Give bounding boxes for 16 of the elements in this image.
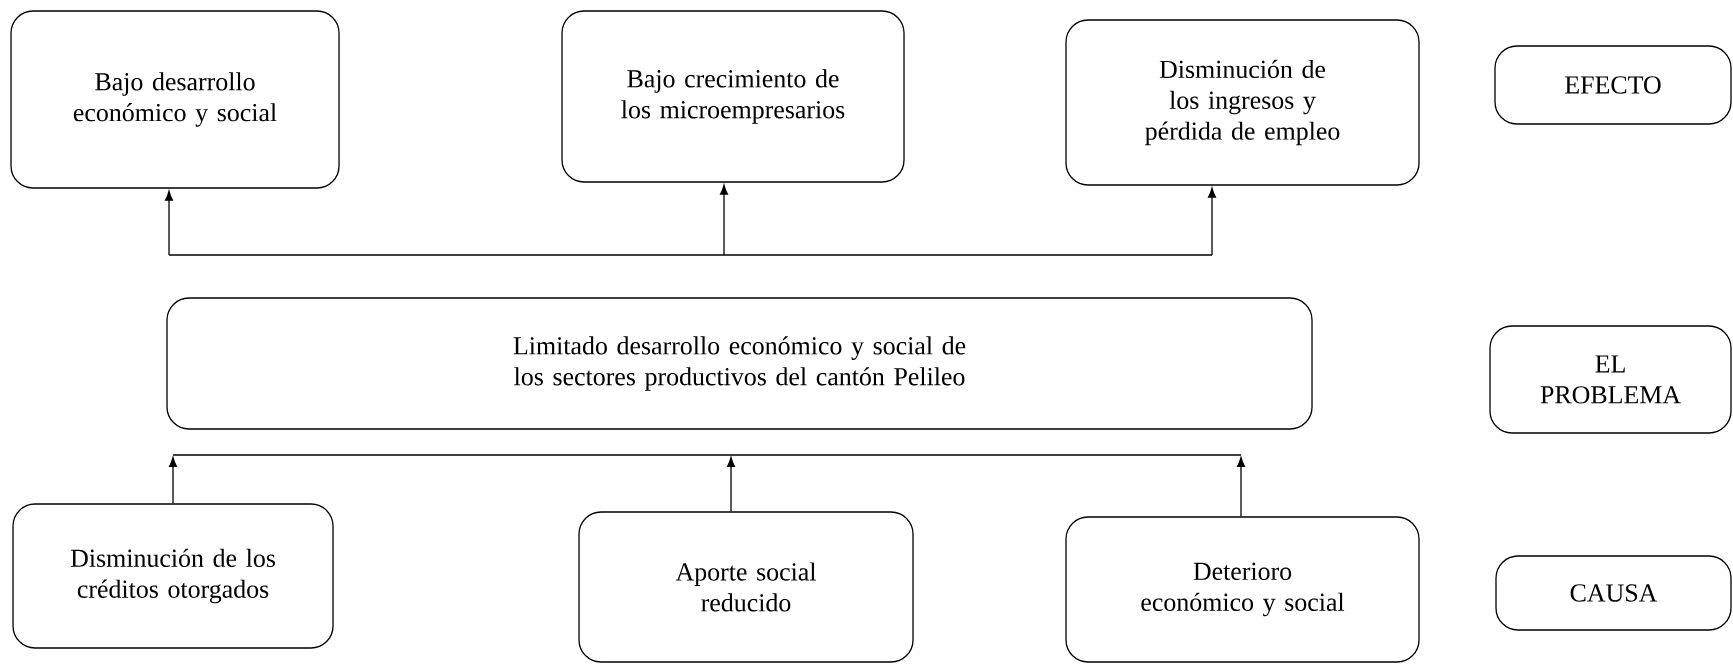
rounded-box: Disminución de los créditos otorgados [12, 503, 334, 649]
arrow [1208, 187, 1217, 256]
rounded-box: Deterioro económico y social [1065, 516, 1420, 663]
rounded-box: Bajo desarrollo económico y social [10, 10, 340, 189]
level-label: CAUSA [1495, 555, 1732, 631]
level-label: EFECTO [1494, 45, 1732, 125]
rounded-box: Aporte social reducido [578, 511, 914, 663]
rounded-box: Disminución de los ingresos y pérdida de empleo [1065, 19, 1420, 186]
arrow [165, 190, 174, 256]
rounded-box: Limitado desarrollo económico y social de los sectores productivos del cantón Pelileo [166, 297, 1313, 430]
rounded-box: Bajo crecimiento de los microempresarios [561, 10, 905, 183]
level-label: EL PROBLEMA [1489, 325, 1732, 434]
arrow [727, 457, 736, 512]
arrow [1237, 457, 1246, 517]
arrow [720, 184, 729, 256]
arrow [169, 457, 178, 504]
